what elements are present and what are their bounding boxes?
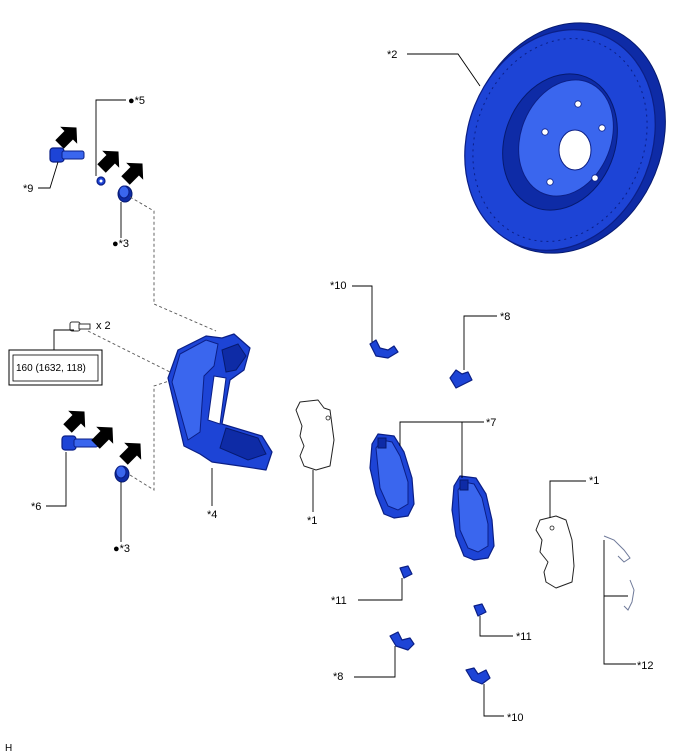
arrow-icon bbox=[119, 442, 142, 465]
bolt-upper bbox=[49, 147, 85, 163]
torque-box-inner bbox=[12, 354, 99, 382]
bush-upper bbox=[117, 185, 133, 203]
pad-spring-right bbox=[473, 603, 487, 617]
arrow-icon bbox=[97, 150, 120, 173]
anti-squeal-shim-inner bbox=[295, 399, 335, 471]
leader-disc bbox=[407, 53, 481, 87]
leader-clip-bottom bbox=[483, 684, 504, 717]
leader-wear-indicator bbox=[603, 540, 636, 665]
arrow-icon bbox=[121, 162, 144, 185]
leader-bolt-lower bbox=[46, 452, 67, 507]
caliper-carrier bbox=[167, 333, 273, 471]
arrow-icon bbox=[55, 126, 78, 149]
washer bbox=[96, 176, 106, 186]
alignment-line-upper bbox=[129, 196, 217, 332]
brake-pad-inner bbox=[369, 433, 415, 519]
pad-support-plate-top bbox=[369, 339, 399, 359]
alignment-line-torque bbox=[87, 330, 187, 381]
pad-support-plate-top-right bbox=[449, 369, 473, 389]
label-spring-left: *11 bbox=[331, 595, 347, 607]
arrow-icon bbox=[91, 426, 114, 449]
anti-squeal-shim-outer bbox=[535, 515, 575, 589]
alignment-line-lower bbox=[129, 379, 173, 491]
bush-lower bbox=[114, 465, 130, 483]
label-bolt-upper: *9 bbox=[23, 183, 33, 195]
label-clip-bottom-left: *8 bbox=[333, 671, 343, 683]
pad-wear-indicator bbox=[603, 535, 635, 611]
label-washer: ●*5 bbox=[128, 95, 145, 107]
leader-torque bbox=[53, 329, 74, 353]
pad-support-plate-bottom bbox=[465, 667, 491, 685]
brake-pad-outer bbox=[451, 475, 495, 561]
figure-code: H bbox=[5, 743, 12, 754]
label-bush-lower: ●*3 bbox=[113, 543, 130, 555]
label-spring-right: *11 bbox=[516, 631, 532, 643]
label-shim-outer: *1 bbox=[589, 475, 599, 487]
leader-spring-left bbox=[358, 578, 403, 601]
leader-clip-top-right bbox=[463, 315, 497, 370]
brake-disc bbox=[464, 22, 666, 254]
leader-spring-right bbox=[479, 616, 513, 637]
label-wear-indicator: *12 bbox=[637, 660, 654, 672]
torque-quantity: x 2 bbox=[96, 320, 111, 332]
bolt-lower bbox=[61, 435, 99, 451]
pad-support-plate-bottom-left bbox=[389, 631, 415, 651]
label-bush-upper: ●*3 bbox=[112, 238, 129, 250]
label-pads: *7 bbox=[486, 417, 496, 429]
leader-clip-top bbox=[352, 285, 373, 342]
label-disc: *2 bbox=[387, 49, 397, 61]
label-clip-bottom: *10 bbox=[507, 712, 524, 724]
label-bolt-lower: *6 bbox=[31, 501, 41, 513]
arrow-icon bbox=[63, 410, 86, 433]
leader-clip-bottom-left bbox=[354, 646, 396, 678]
leader-pads bbox=[399, 421, 484, 446]
leader-bolt-upper bbox=[38, 161, 59, 189]
label-shim-inner: *1 bbox=[307, 515, 317, 527]
label-carrier: *4 bbox=[207, 509, 217, 521]
pad-spring-left bbox=[399, 565, 413, 579]
label-clip-top-right: *8 bbox=[500, 311, 510, 323]
torque-bolt-icon bbox=[69, 321, 91, 332]
leader-shim-outer bbox=[549, 480, 586, 518]
label-clip-top: *10 bbox=[330, 280, 347, 292]
leader-washer bbox=[95, 99, 126, 176]
torque-spec: 160 (1632, 118) bbox=[16, 363, 86, 374]
